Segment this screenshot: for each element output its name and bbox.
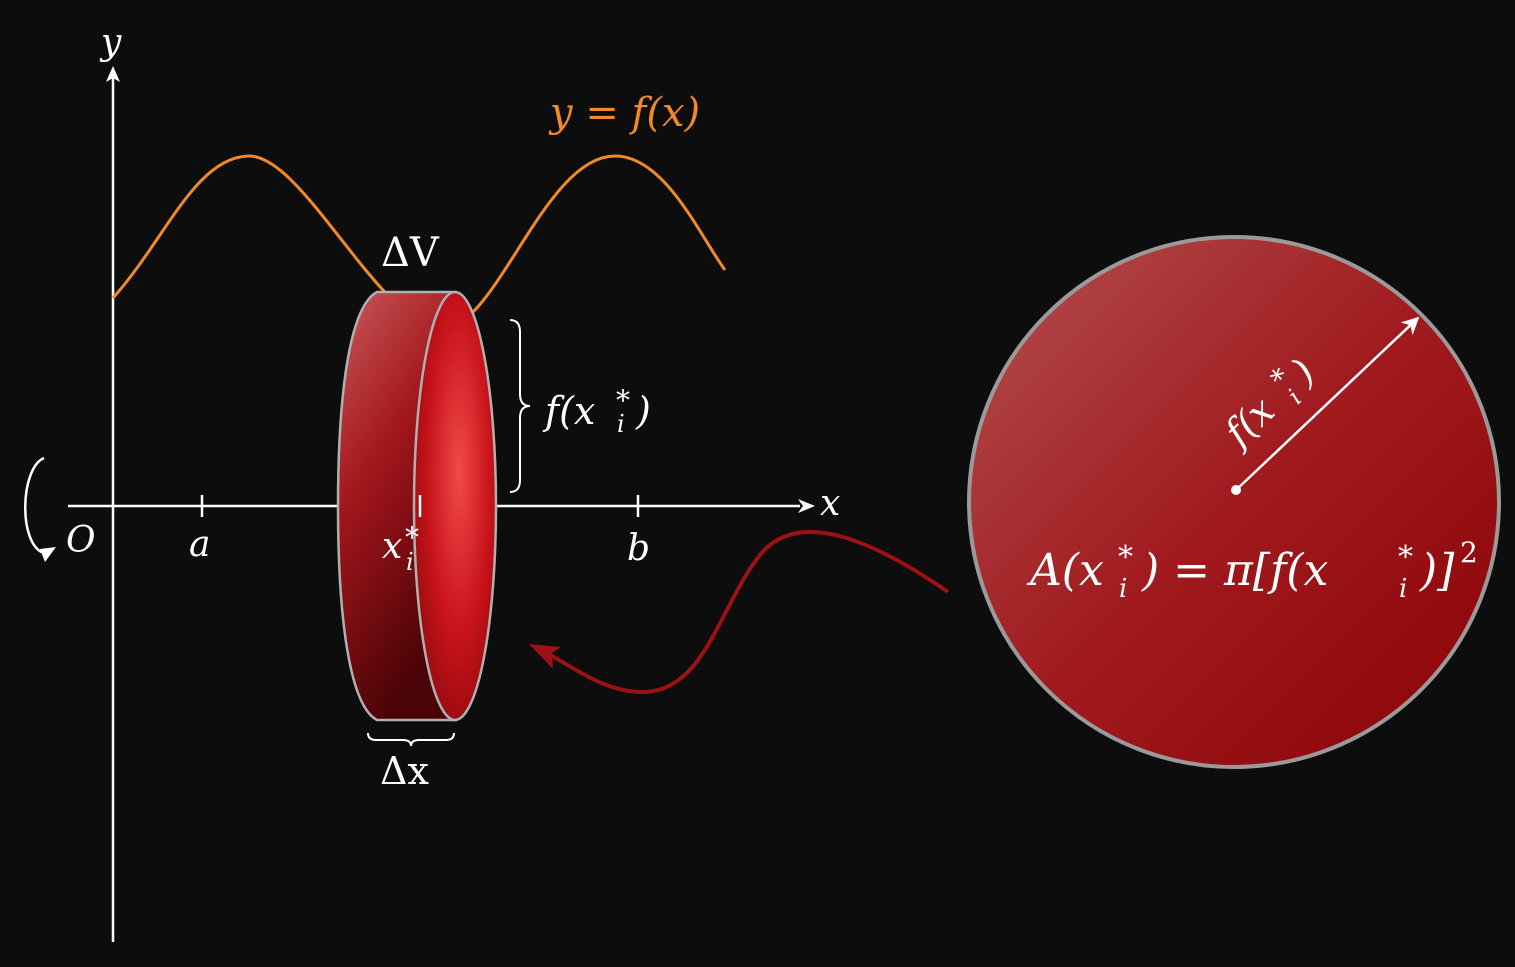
- delta-x-brace: [367, 732, 455, 747]
- delta-v-label: ΔV: [381, 230, 440, 276]
- b-label: b: [627, 528, 650, 569]
- svg-text:*: *: [1118, 540, 1133, 575]
- y-axis-arrowhead: [106, 66, 120, 82]
- xi-label: x * i: [382, 521, 419, 576]
- height-label: f(x * i ): [542, 384, 651, 438]
- svg-text:i: i: [1119, 574, 1127, 604]
- center-dot: [1231, 485, 1241, 495]
- rotation-arrowhead-icon: [40, 547, 56, 562]
- connector-arrow: [544, 529, 950, 695]
- origin-label: O: [66, 520, 96, 561]
- area-formula: A(x * i ) = π[f(x * i )] 2: [1026, 536, 1478, 604]
- connector-arrowhead: [529, 644, 561, 669]
- delta-x-label: Δx: [380, 749, 429, 793]
- svg-text:*: *: [405, 521, 419, 554]
- x-axis-label: x: [820, 483, 840, 524]
- rotation-arrow-icon: [24, 456, 45, 555]
- svg-text:) = π[f(x: ) = π[f(x: [1141, 545, 1329, 596]
- svg-text:*: *: [616, 384, 630, 417]
- svg-text:x: x: [382, 526, 402, 567]
- radius-line: [1235, 316, 1420, 491]
- svg-text:*: *: [1398, 540, 1413, 575]
- a-label: a: [189, 524, 210, 565]
- disk-front-face: [412, 290, 498, 722]
- y-axis-label: y: [99, 22, 122, 63]
- disk-slice: [336, 290, 498, 722]
- x-axis-arrowhead: [798, 499, 815, 513]
- svg-text:i: i: [406, 548, 414, 576]
- cross-section-circle: [967, 235, 1501, 769]
- svg-text:i: i: [1399, 574, 1407, 604]
- svg-text:): ): [635, 389, 651, 433]
- svg-text:i: i: [617, 410, 625, 438]
- height-brace: [509, 319, 531, 493]
- curve-label: y = f(x): [548, 90, 700, 136]
- svg-text:)]: )]: [1419, 545, 1455, 596]
- svg-text:f(x: f(x: [542, 389, 595, 433]
- svg-text:2: 2: [1460, 536, 1478, 569]
- svg-text:A(x: A(x: [1026, 545, 1104, 596]
